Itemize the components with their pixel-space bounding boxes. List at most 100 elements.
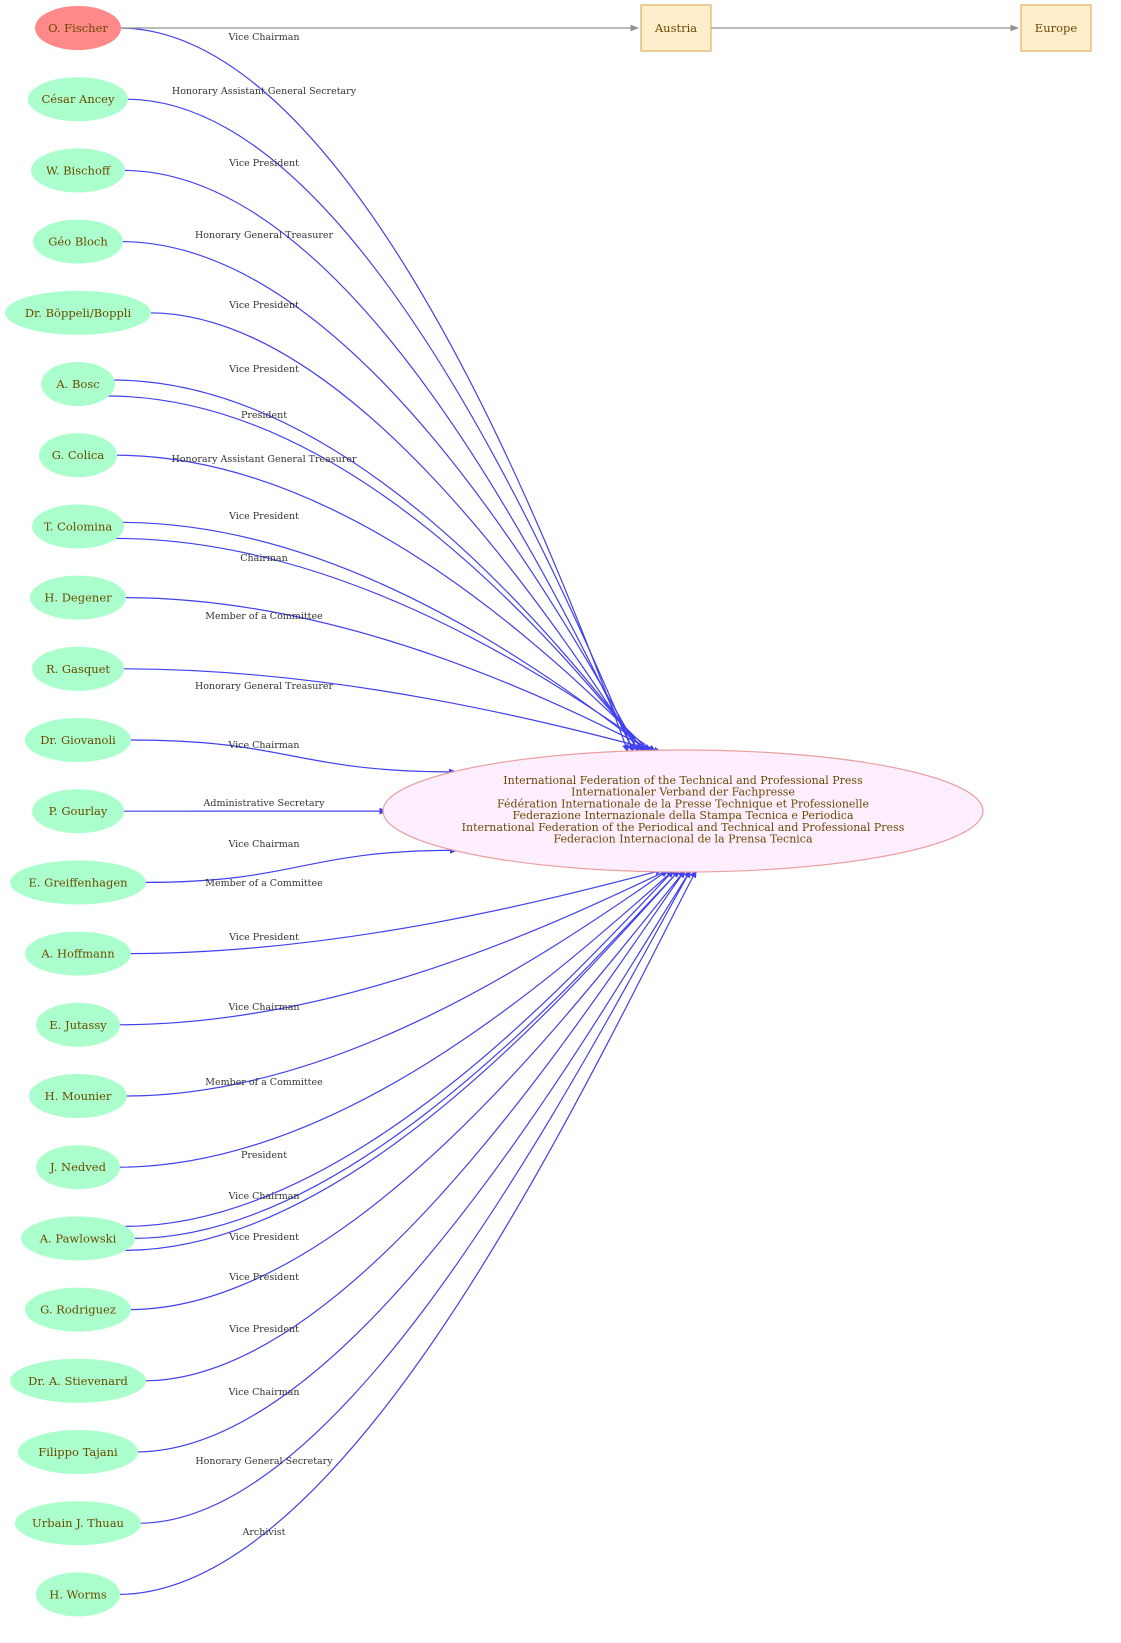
person-node-w-bischoff[interactable]: W. Bischoff bbox=[31, 148, 125, 193]
edge-label: President bbox=[241, 1150, 287, 1161]
edge-label: Vice Chairman bbox=[227, 740, 299, 751]
edge-label: Vice President bbox=[228, 932, 299, 943]
person-ellipse bbox=[39, 433, 117, 478]
edge-t-colomina-vice-president bbox=[121, 521, 652, 753]
person-name: E. Jutassy bbox=[49, 1018, 107, 1032]
person-ellipse bbox=[30, 575, 126, 620]
person-node-urbain-j-thuau[interactable]: Urbain J. Thuau bbox=[15, 1501, 141, 1546]
person-ellipse bbox=[25, 931, 131, 976]
person-name: P. Gourlay bbox=[49, 804, 108, 818]
edge-label: Honorary Assistant General Treasurer bbox=[171, 454, 356, 465]
edge-label: Member of a Committee bbox=[205, 1077, 323, 1088]
person-name: A. Pawlowski bbox=[39, 1231, 117, 1245]
person-node-g-rodriguez[interactable]: G. Rodriguez bbox=[25, 1287, 131, 1332]
edge-t-colomina-chairman bbox=[114, 537, 657, 753]
person-ellipse bbox=[35, 6, 121, 50]
person-name: Urbain J. Thuau bbox=[32, 1516, 124, 1530]
person-name: W. Bischoff bbox=[46, 163, 111, 177]
organization-name-line: International Federation of the Technica… bbox=[503, 774, 863, 787]
edge-a-bosc-vice-president bbox=[112, 379, 646, 753]
person-node-t-colomina[interactable]: T. Colomina bbox=[32, 504, 124, 549]
place-node-austria[interactable]: Austria bbox=[640, 4, 712, 52]
person-node-h-worms[interactable]: H. Worms bbox=[36, 1572, 120, 1617]
person-ellipse bbox=[15, 1501, 141, 1546]
edge-label: Vice Chairman bbox=[227, 839, 299, 850]
edge-a-hoffmann-member-of-a-committee bbox=[128, 868, 664, 955]
edge-label: Administrative Secretary bbox=[203, 798, 326, 809]
person-node-e-jutassy[interactable]: E. Jutassy bbox=[36, 1002, 120, 1047]
person-ellipse bbox=[25, 1287, 131, 1332]
edge-h-degener-member-of-a-committee bbox=[123, 597, 657, 753]
person-ellipse bbox=[10, 860, 146, 905]
person-name: G. Rodriguez bbox=[40, 1303, 116, 1317]
place-node-europe[interactable]: Europe bbox=[1020, 4, 1092, 52]
person-node-g-colica[interactable]: G. Colica bbox=[39, 433, 117, 478]
organization-name-line: Internationaler Verband der Fachpresse bbox=[571, 786, 795, 799]
person-ellipse bbox=[32, 504, 124, 549]
place-box bbox=[1020, 4, 1092, 52]
person-name: A. Bosc bbox=[55, 377, 99, 391]
edge-label: Vice Chairman bbox=[227, 32, 299, 43]
person-node-h-mounier[interactable]: H. Mounier bbox=[29, 1074, 127, 1118]
edge-dr-giovanoli-vice-chairman bbox=[128, 739, 458, 776]
organization-name-line: Federacion Internacional de la Prensa Te… bbox=[553, 833, 813, 846]
edge-label: Vice President bbox=[228, 364, 299, 375]
person-ellipse bbox=[36, 1145, 120, 1190]
person-name: Dr. A. Stievenard bbox=[28, 1374, 128, 1388]
edge-label: Vice President bbox=[228, 1324, 299, 1335]
person-name: Filippo Tajani bbox=[38, 1445, 118, 1459]
person-node-e-greiffenhagen[interactable]: E. Greiffenhagen bbox=[10, 860, 146, 905]
edge-dr-a-stievenard-vice-president bbox=[143, 869, 686, 1382]
person-ellipse bbox=[32, 646, 124, 691]
person-node-dr-giovanoli[interactable]: Dr. Giovanoli bbox=[25, 718, 131, 762]
person-ellipse bbox=[41, 362, 115, 406]
person-ellipse bbox=[36, 1572, 120, 1617]
person-node-dr-a-stievenard[interactable]: Dr. A. Stievenard bbox=[10, 1358, 146, 1403]
person-ellipse bbox=[18, 1430, 138, 1474]
edge-h-mounier-vice-chairman bbox=[124, 869, 670, 1097]
edge-label: Vice President bbox=[228, 158, 299, 169]
edges-layer bbox=[107, 24, 1019, 1595]
person-name: O. Fischer bbox=[48, 21, 108, 35]
organization-ellipse bbox=[382, 749, 984, 873]
person-name: H. Degener bbox=[44, 591, 112, 605]
person-name: G. Colica bbox=[52, 448, 105, 462]
person-node-a-pawlowski[interactable]: A. Pawlowski bbox=[21, 1216, 135, 1261]
person-node-p-gourlay[interactable]: P. Gourlay bbox=[32, 789, 124, 834]
edge-e-greiffenhagen-vice-chairman bbox=[143, 846, 459, 883]
edge-o-fischer-vice-chairman bbox=[118, 27, 629, 753]
person-node-h-degener[interactable]: H. Degener bbox=[30, 575, 126, 620]
person-node-c-sar-ancey[interactable]: César Ancey bbox=[28, 77, 128, 122]
person-name: J. Nedved bbox=[49, 1160, 107, 1174]
edge-dr-b-ppeli-boppli-vice-president bbox=[148, 312, 640, 753]
person-node-r-gasquet[interactable]: R. Gasquet bbox=[32, 646, 124, 691]
person-name: Dr. Böppeli/Boppli bbox=[25, 306, 132, 320]
edge-label: Vice Chairman bbox=[227, 1002, 299, 1013]
edge-label: Vice President bbox=[228, 1272, 299, 1283]
person-node-dr-b-ppeli-boppli[interactable]: Dr. Böppeli/Boppli bbox=[5, 290, 151, 335]
person-node-j-nedved[interactable]: J. Nedved bbox=[36, 1145, 120, 1190]
edge-label: Vice President bbox=[228, 1232, 299, 1243]
person-node-filippo-tajani[interactable]: Filippo Tajani bbox=[18, 1430, 138, 1474]
person-name: César Ancey bbox=[42, 92, 115, 106]
organization-node[interactable]: International Federation of the Technica… bbox=[382, 749, 984, 873]
person-node-a-hoffmann[interactable]: A. Hoffmann bbox=[25, 931, 131, 976]
person-node-g-o-bloch[interactable]: Géo Bloch bbox=[33, 219, 123, 264]
person-node-o-fischer[interactable]: O. Fischer bbox=[35, 6, 121, 50]
person-ellipse bbox=[33, 219, 123, 264]
person-name: Dr. Giovanoli bbox=[40, 733, 116, 747]
edge-label: Honorary General Treasurer bbox=[195, 681, 334, 692]
edge-label: Archivist bbox=[242, 1527, 286, 1538]
organization-name-line: Federazione Internazionale della Stampa … bbox=[512, 809, 853, 822]
edge-j-nedved-member-of-a-committee bbox=[117, 869, 675, 1168]
organization-name-line: Fédération Internationale de la Presse T… bbox=[497, 797, 869, 810]
edge-e-jutassy-vice-president bbox=[117, 869, 670, 1026]
person-name: A. Hoffmann bbox=[40, 947, 115, 961]
edge-r-gasquet-honorary-general-treasurer bbox=[121, 668, 663, 754]
person-node-a-bosc[interactable]: A. Bosc bbox=[41, 362, 115, 406]
edge-a-bosc-president bbox=[107, 395, 646, 753]
edge-label: Vice Chairman bbox=[227, 1387, 299, 1398]
edge-g-rodriguez-vice-president bbox=[128, 869, 686, 1311]
edge-g-colica-honorary-assistant-general-treasurer bbox=[114, 454, 651, 753]
